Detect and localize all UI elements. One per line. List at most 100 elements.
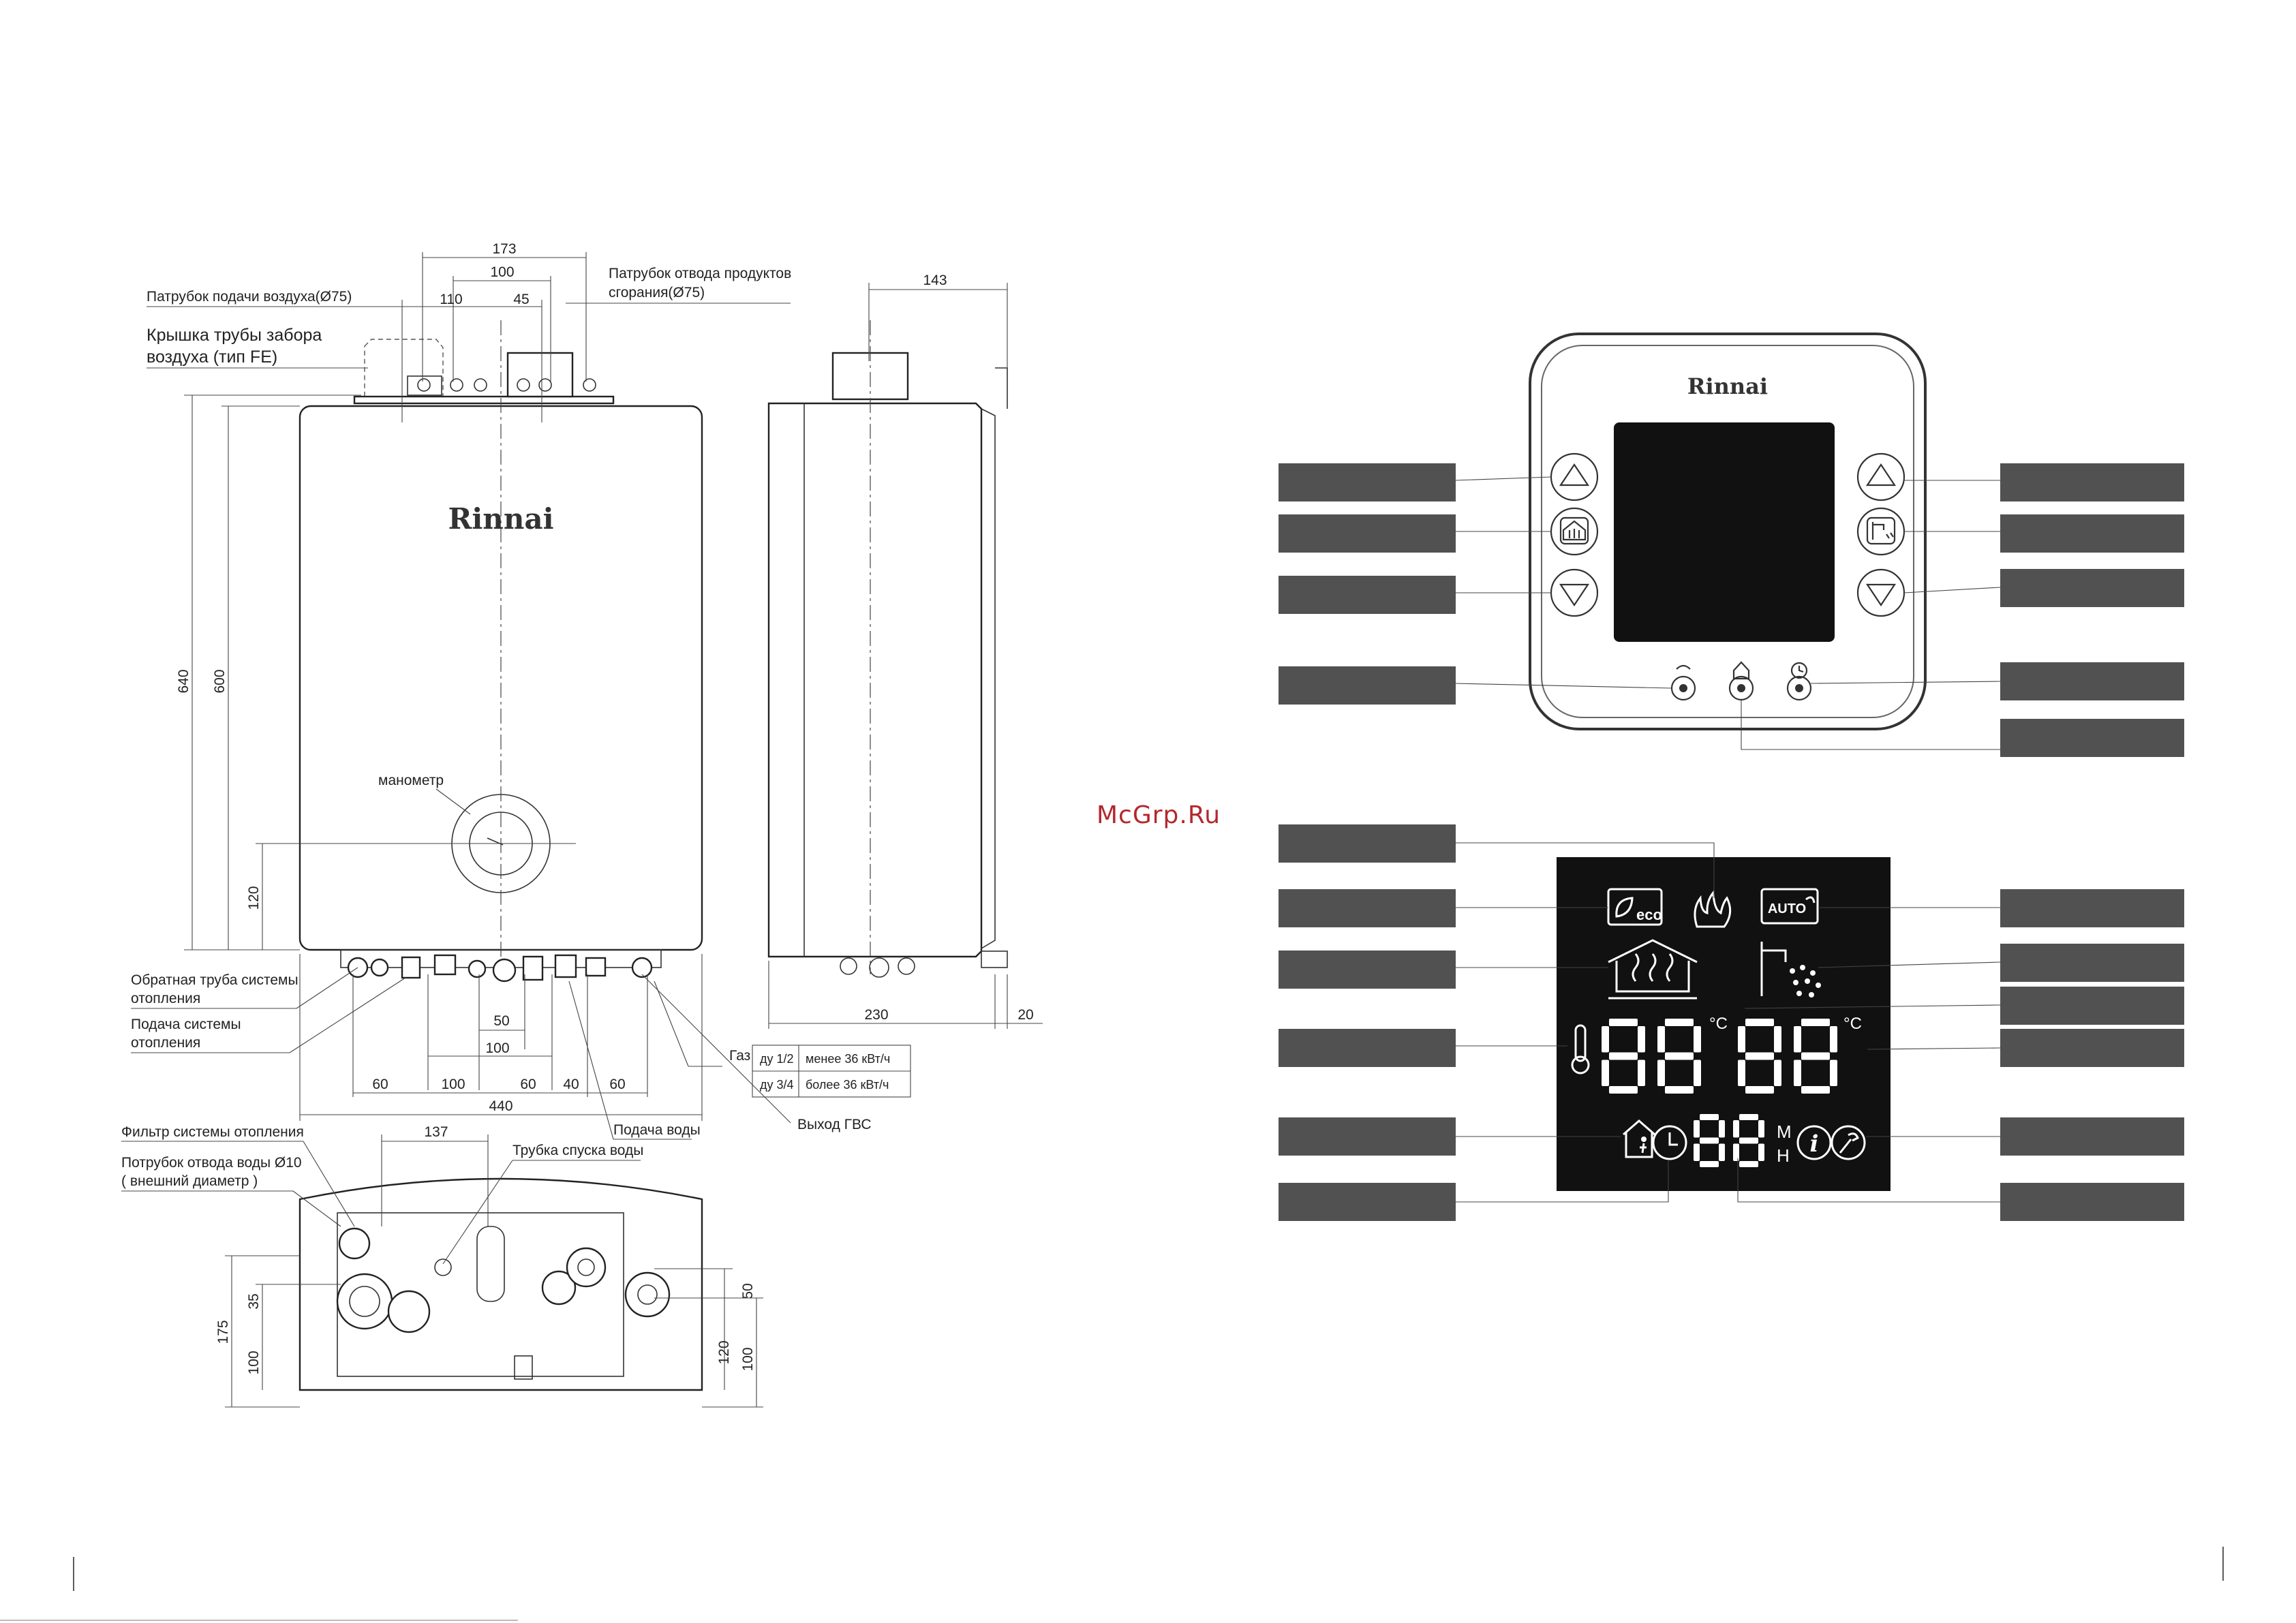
panel-logo: Rinnai: [1687, 373, 1768, 399]
lcd-segment: [1801, 1019, 1830, 1026]
svg-text:35: 35: [246, 1293, 262, 1309]
info-icon: i: [1796, 1125, 1832, 1160]
callout-bar: [2000, 569, 2184, 607]
callout-bar: [2000, 662, 2184, 700]
dhw-up-button[interactable]: [1856, 452, 1905, 501]
callout-bar: [1279, 1117, 1456, 1156]
svg-text:45: 45: [513, 292, 529, 307]
supply-label-1: Подача системы: [131, 1017, 241, 1032]
return-label-1: Обратная труба системы: [131, 972, 299, 988]
supply-label-2: отопления: [131, 1035, 200, 1051]
lcd-segment: [1801, 1052, 1830, 1060]
side-view: 143 230 20: [767, 273, 1043, 1029]
flue-outlet-stub: [506, 352, 574, 398]
heating-temperature-digits: [1602, 1019, 1701, 1094]
lcd-segment: [1665, 1052, 1694, 1060]
callout-bar: [1279, 889, 1456, 927]
lcd-segment: [1745, 1086, 1774, 1094]
top-dimensions: 173 100 110 45: [401, 241, 587, 422]
svg-text:230: 230: [864, 1007, 888, 1023]
callout-bar: [2000, 987, 2184, 1025]
wrench-icon: [1831, 1125, 1866, 1160]
shower-tap-icon: [1760, 942, 1821, 998]
top-mount-plate: [353, 395, 615, 405]
house-person-icon: [1732, 661, 1750, 680]
svg-text:100: 100: [441, 1077, 465, 1092]
lcd-segment: [1694, 1060, 1701, 1086]
gas-table: ду 1/2 менее 36 кВт/ч ду 3/4 более 36 кВ…: [752, 1045, 911, 1098]
svg-text:ду 1/2: ду 1/2: [760, 1052, 794, 1066]
lcd-segment: [1739, 1114, 1758, 1120]
leaf-icon: [1615, 897, 1634, 918]
lcd-segment: [1738, 1060, 1745, 1086]
callout-bar: [2000, 1183, 2184, 1221]
air-cap-label-1: Крышка трубы забора: [147, 326, 322, 345]
lcd-segment: [1694, 1120, 1700, 1138]
lcd-segment: [1657, 1060, 1665, 1086]
svg-text:120: 120: [246, 886, 262, 910]
bottom-view: 137 175 35 100 50 120 100 Фильтр системы…: [121, 1124, 763, 1408]
water-supply-label: Подача воды: [613, 1122, 701, 1138]
lcd-segment: [1745, 1052, 1774, 1060]
lcd-segment: [1719, 1143, 1725, 1161]
svg-text:i: i: [1810, 1130, 1819, 1158]
triangle-up-icon: [1559, 463, 1590, 486]
svg-text:50: 50: [740, 1283, 756, 1299]
svg-text:100: 100: [246, 1350, 262, 1374]
lcd-segment: [1602, 1026, 1609, 1053]
lcd-segment: [1638, 1060, 1645, 1086]
unit-celsius-left: °C: [1709, 1015, 1728, 1033]
lcd-segment: [1830, 1060, 1837, 1086]
callout-bar: [1279, 514, 1456, 553]
svg-text:143: 143: [923, 273, 947, 288]
callout-bar: [1279, 666, 1456, 705]
svg-text:100: 100: [485, 1040, 509, 1056]
triangle-down-icon: [1559, 583, 1590, 606]
lcd-segment: [1657, 1026, 1665, 1053]
front-logo: Rinnai: [448, 502, 553, 536]
lcd-segment: [1638, 1026, 1645, 1053]
svg-text:менее 36 кВт/ч: менее 36 кВт/ч: [806, 1052, 890, 1066]
front-view: Rinnai манометр 173 100 110 45 640 600 1…: [131, 241, 911, 1140]
bottom-dimensions: 50 100 60 100 60 40 60 440: [299, 954, 703, 1121]
lcd-segment: [1738, 1026, 1745, 1053]
radiator-house-icon: [1562, 520, 1587, 541]
clock-icon: [1790, 662, 1808, 679]
svg-text:eco: eco: [1636, 906, 1662, 923]
dhw-temperature-digits: [1738, 1019, 1837, 1094]
lcd-segment: [1602, 1060, 1609, 1086]
callout-bar: [1279, 824, 1456, 863]
thermometer-icon: [1571, 1024, 1590, 1075]
flame-icon: [1694, 890, 1732, 928]
lcd-segment: [1719, 1120, 1725, 1138]
unit-minutes: M: [1777, 1122, 1792, 1142]
lcd-segment: [1774, 1060, 1781, 1086]
svg-text:137: 137: [424, 1124, 448, 1140]
tap-shower-icon: [1871, 522, 1894, 540]
auto-badge: AUTO: [1760, 888, 1819, 925]
timer-button[interactable]: [1786, 662, 1812, 701]
auto-arrow-icon: [1676, 664, 1691, 670]
heating-house-icon: [1608, 939, 1698, 1000]
panel-screen: [1614, 422, 1835, 642]
gas-label: Газ: [729, 1048, 750, 1064]
bottom-fittings: [340, 949, 662, 983]
dhw-out-label: Выход ГВС: [797, 1117, 872, 1132]
lcd-segment: [1665, 1086, 1694, 1094]
triangle-up-icon: [1865, 463, 1897, 486]
timer-digits: [1694, 1114, 1764, 1167]
lcd-display: eco AUTO °C °C M H i: [1279, 824, 2184, 1221]
lcd-segment: [1609, 1019, 1638, 1026]
callout-bar: [1279, 1183, 1456, 1221]
svg-text:AUTO: AUTO: [1768, 901, 1806, 916]
lcd-segment: [1758, 1143, 1764, 1161]
away-house-icon: [1623, 1119, 1655, 1158]
lcd-segment: [1794, 1026, 1801, 1053]
return-label-2: отопления: [131, 991, 200, 1006]
svg-text:60: 60: [372, 1077, 388, 1092]
lcd-segment: [1609, 1086, 1638, 1094]
lcd-segment: [1694, 1143, 1700, 1161]
boiler-side-casing: [767, 402, 983, 958]
air-cap-dashed: [364, 339, 444, 397]
